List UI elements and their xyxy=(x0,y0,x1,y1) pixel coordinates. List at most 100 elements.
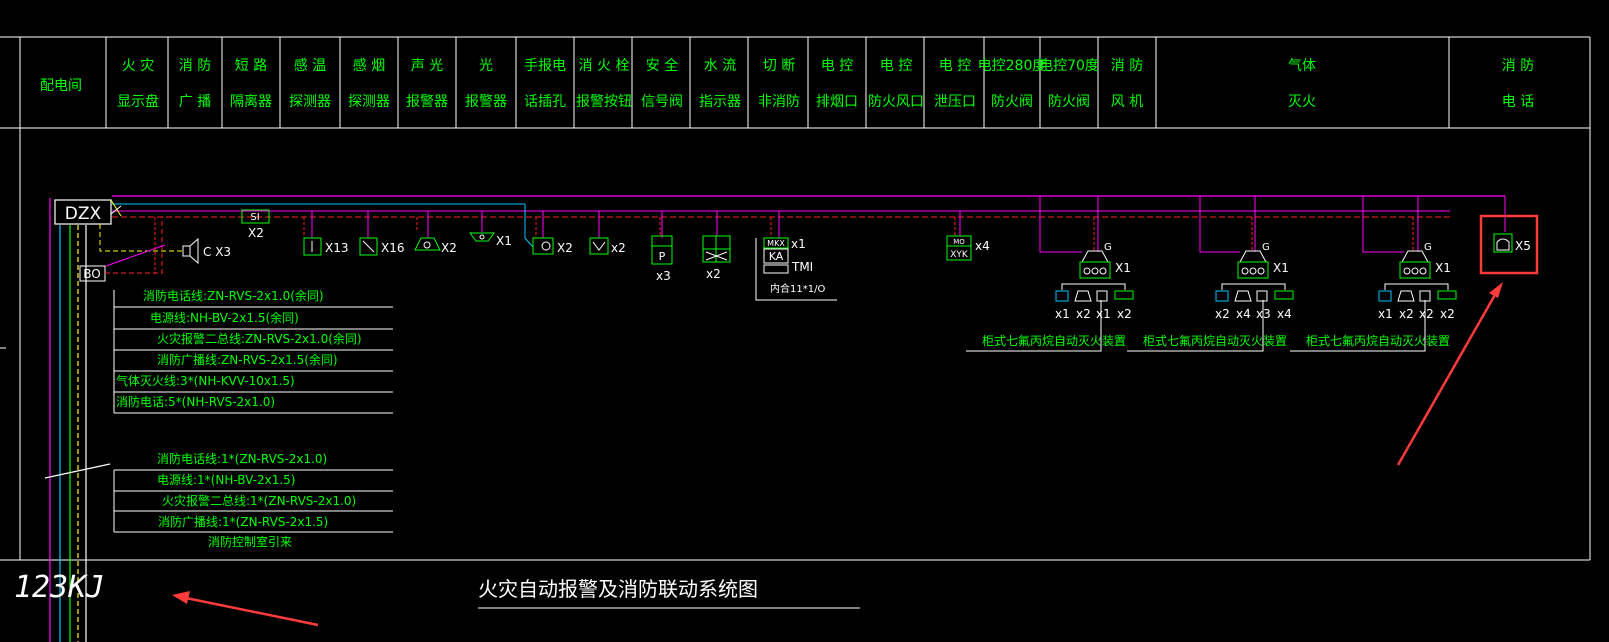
annotation-highlight-box xyxy=(1479,214,1539,275)
red-drops xyxy=(154,217,956,273)
flow-indicator-count: x2 xyxy=(706,267,721,281)
cable-group-1-line-1: 电源线:NH-BV-2x1.5(余同) xyxy=(150,310,299,325)
header-col-12-line2: 非消防 xyxy=(758,94,800,110)
si-label: SI xyxy=(250,212,259,223)
gas-unit-2-count-1: x4 xyxy=(1236,307,1251,321)
header-dividers xyxy=(105,37,1450,128)
cable-group-2-line-1: 电源线:1*(NH-BV-2x1.5) xyxy=(157,473,295,487)
handwritten-note: 123KJ xyxy=(14,570,104,605)
header-col-1-line1: 火 灾 xyxy=(122,57,154,74)
gas-controller-2-icon xyxy=(1237,250,1269,279)
ka-label: KA xyxy=(769,250,784,263)
tmi-label: TMI xyxy=(791,260,813,274)
header-col-19-line2: 灭火 xyxy=(1288,94,1316,110)
bo-wiring xyxy=(99,217,184,274)
gas-controller-2-x1: X1 xyxy=(1273,261,1289,275)
header-col-13-line1: 电 控 xyxy=(821,58,853,74)
cable-group-2-lines xyxy=(113,469,393,533)
gas-controller-3-x1: X1 xyxy=(1435,261,1451,275)
cable-group-1-line-2: 火灾报警二总线:ZN-RVS-2x1.0(余同) xyxy=(157,331,362,346)
cable-group-1-line-0: 消防电话线:ZN-RVS-2x1.0(余同) xyxy=(143,288,324,303)
header-col-6-line2: 报警器 xyxy=(406,94,448,110)
gas-unit-2-name: 柜式七氟丙烷自动灭火装置 xyxy=(1143,334,1287,348)
drawing-title: 火灾自动报警及消防联动系统图 xyxy=(478,577,758,601)
signal-valve-icon: P xyxy=(651,235,673,265)
cutoff-bracket xyxy=(755,238,837,301)
gas-unit-1-devices xyxy=(1055,283,1134,302)
header-col-20-line1: 消 防 xyxy=(1502,58,1534,74)
header-col-9-line2: 报警按钮 xyxy=(576,94,632,110)
smoke-exhaust-module: MO XYK xyxy=(946,235,972,261)
header-col-7-line1: 光 xyxy=(479,58,493,74)
fire-phone-count: X5 xyxy=(1515,239,1531,253)
signal-valve-count: x3 xyxy=(656,269,671,283)
cable-group-1-line-4: 气体灭火线:3*(NH-KVV-10x1.5) xyxy=(116,373,295,388)
main-buses xyxy=(112,195,1505,218)
header-row: 配电间 火 灾 显示盘 消 防 广 播 短 路 隔离器 感 温 探测器 感 烟 … xyxy=(40,57,1534,110)
header-col-16-line1: 电控280度 xyxy=(978,58,1047,74)
gas-unit-1-count-2: x1 xyxy=(1096,307,1111,321)
gas-controller-2-g: G xyxy=(1262,242,1270,253)
sound-light-alarm-count: X2 xyxy=(441,241,457,255)
gas-unit-2-count-3: x4 xyxy=(1277,307,1292,321)
header-col-10-line1: 安 全 xyxy=(646,57,678,74)
heat-detector-count: X13 xyxy=(325,241,349,255)
cable-group-1-line-5: 消防电话:5*(NH-RVS-2x1.0) xyxy=(116,394,275,409)
smoke-detector-icon xyxy=(359,237,378,256)
cable-group-2-note: 消防控制室引来 xyxy=(208,534,292,549)
gas-red-drops xyxy=(1093,217,1414,250)
header-col-3-line2: 隔离器 xyxy=(230,93,272,110)
dzx-panel[interactable]: DZX xyxy=(54,199,122,225)
smoke-detector-count: X16 xyxy=(381,241,405,255)
gas-unit-1-bracket xyxy=(966,300,1102,352)
xyk-top-label: MO xyxy=(953,238,965,246)
cable-group-2-line-3: 消防广播线:1*(ZN-RVS-2x1.5) xyxy=(158,514,328,529)
header-col-12-line1: 切 断 xyxy=(763,58,795,74)
cable-group-1-line-3: 消防广播线:ZN-RVS-2x1.5(余同) xyxy=(157,352,338,367)
gas-unit-1-count-1: x2 xyxy=(1076,307,1091,321)
header-col-16-line2: 防火阀 xyxy=(991,94,1033,110)
annotation-arrow-right xyxy=(1396,282,1503,466)
header-col-9-line1: 消 火 栓 xyxy=(579,58,630,74)
header-col-13-line2: 排烟口 xyxy=(816,94,858,110)
header-col-14-line2: 防火风口 xyxy=(868,94,924,110)
header-col-18-line2: 风 机 xyxy=(1111,94,1143,110)
xyk-label: XYK xyxy=(950,250,969,260)
header-col-0-line1: 配电间 xyxy=(40,78,82,94)
signal-valve-label: P xyxy=(659,250,666,263)
device-drops xyxy=(311,211,961,238)
gas-unit-2-bracket xyxy=(1127,300,1264,352)
gas-controller-1-g: G xyxy=(1104,242,1112,253)
speaker-icon xyxy=(182,237,199,265)
gas-controller-3-g: G xyxy=(1424,242,1432,253)
gas-unit-3-count-1: x2 xyxy=(1399,307,1414,321)
annotation-arrow-left xyxy=(172,591,319,627)
heat-detector-icon xyxy=(303,237,322,256)
light-alarm-icon xyxy=(469,232,495,242)
header-col-20-line2: 电 话 xyxy=(1502,94,1534,110)
hydrant-button-count: x2 xyxy=(611,241,626,255)
hydrant-button-icon xyxy=(589,237,609,255)
cutoff-module: MKX KA xyxy=(763,237,789,274)
header-col-14-line1: 电 控 xyxy=(880,58,912,74)
header-col-19-line1: 气体 xyxy=(1288,58,1316,74)
cutoff-count: x1 xyxy=(791,237,806,251)
gas-controller-3-icon xyxy=(1399,250,1431,279)
header-col-1-line2: 显示盘 xyxy=(117,93,159,110)
cable-group-2-line-0: 消防电话线:1*(ZN-RVS-2x1.0) xyxy=(157,451,327,466)
bo-label: BO xyxy=(83,267,100,281)
bo-box[interactable]: BO xyxy=(79,265,106,282)
sound-light-alarm-icon xyxy=(414,237,441,251)
header-col-2-line1: 消 防 xyxy=(179,58,211,74)
header-col-5-line1: 感 烟 xyxy=(353,57,385,74)
phone-jack-count: X2 xyxy=(557,241,573,255)
speaker-label: C X3 xyxy=(203,245,231,259)
cable-group-1-lines xyxy=(113,290,393,414)
gas-unit-1-name: 柜式七氟丙烷自动灭火装置 xyxy=(982,334,1126,348)
cutoff-command: 内合11*1/O xyxy=(770,282,825,295)
gas-controller-1-icon xyxy=(1079,250,1111,279)
gas-unit-3-name: 柜式七氟丙烷自动灭火装置 xyxy=(1306,334,1450,348)
header-col-7-line2: 报警器 xyxy=(465,94,507,110)
si-count: X2 xyxy=(248,226,264,240)
